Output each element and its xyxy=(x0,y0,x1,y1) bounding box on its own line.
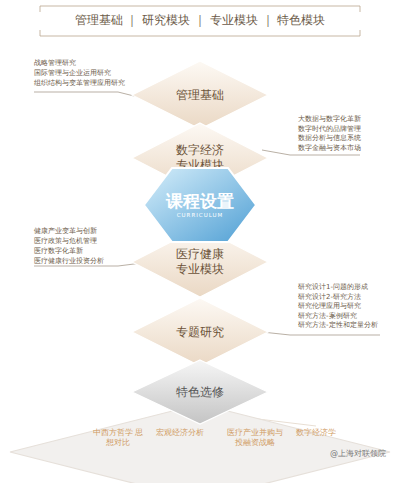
module-diamond: 专题研究 xyxy=(132,298,268,366)
course-topic: 研究设计1-问题的形成 xyxy=(298,284,368,291)
module-diamond-shape xyxy=(132,61,268,129)
course-topic: 医疗数字化革新 xyxy=(34,248,83,255)
module-diamond-shape xyxy=(132,298,268,366)
leader-line xyxy=(34,92,380,335)
course-topic: 研究方法-案例研究 xyxy=(298,313,357,320)
course-topic: 大数据与数字化革新 xyxy=(298,116,361,123)
course-topic: 研究伦理应用与研究 xyxy=(298,303,361,310)
course-topic: 数据分析与信息系统 xyxy=(298,135,361,142)
node-label: 课程设置 xyxy=(166,191,234,212)
elective-diamond: 特色选修 xyxy=(132,360,268,424)
node-label: 专题研究 xyxy=(176,325,224,340)
elective-course: 数字经济学 xyxy=(291,428,341,438)
node-label: 特色选修 xyxy=(176,385,224,400)
course-topic: 研究设计2-研究方法 xyxy=(298,294,361,301)
node-label: 医疗健康 专业模块 xyxy=(170,247,230,277)
course-topic: 研究方法-定性和定量分析 xyxy=(298,322,378,329)
center-hexagon-shape xyxy=(144,168,256,242)
module-diamond-shape xyxy=(132,227,268,297)
course-topic: 医疗健康行业投资分析 xyxy=(34,258,104,265)
header-frame xyxy=(40,6,360,36)
elective-course: 宏观经济分析 xyxy=(150,428,210,438)
course-topic: 健康产业变革与创新 xyxy=(34,228,97,235)
base-band-shape xyxy=(10,404,390,483)
course-topic: 医疗政策与危机管理 xyxy=(34,238,97,245)
node-label: 管理基础 xyxy=(176,88,224,103)
course-topic: 国际管理与企业运用研究 xyxy=(34,70,111,77)
course-topic: 组织结构与变革管理应用研究 xyxy=(34,80,125,87)
center-hexagon: 课程设置CURRICULUM xyxy=(144,168,256,242)
course-topic: 数字时代的品牌管理 xyxy=(298,126,361,133)
elective-course: 医疗产业并购与 投融资战略 xyxy=(222,428,288,448)
header-title: 管理基础 ｜ 研究模块 ｜ 专业模块 ｜ 特色模块 xyxy=(50,12,350,29)
course-topic: 战略管理研究 xyxy=(34,60,76,67)
elective-diamond-shape xyxy=(132,360,268,424)
node-subtitle: CURRICULUM xyxy=(177,212,224,219)
module-diamond: 管理基础 xyxy=(132,61,268,129)
course-topic: 数字金融与资本市场 xyxy=(298,145,361,152)
watermark: @上海对联领院 xyxy=(330,450,386,458)
elective-course: 中西方哲学 思想对比 xyxy=(90,428,146,448)
